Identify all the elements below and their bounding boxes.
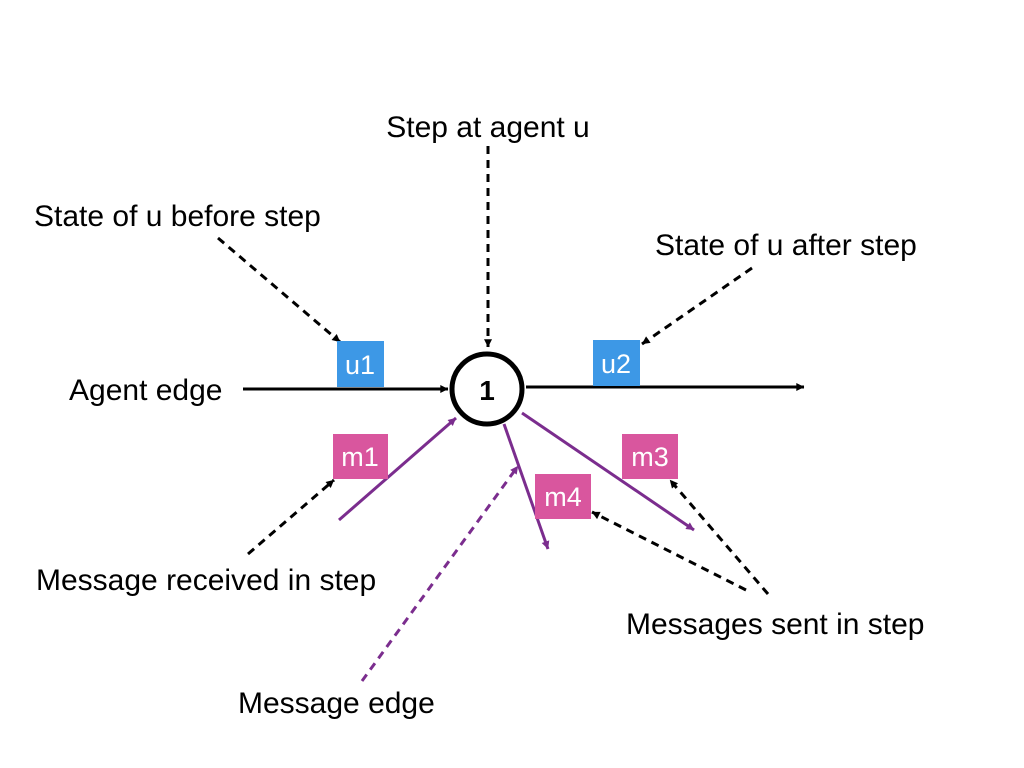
- message-tag-m1-box: [333, 434, 388, 479]
- agent-node: [449, 351, 525, 427]
- pointer-state-before: [217, 236, 341, 344]
- message-edge-dashed: [360, 465, 520, 682]
- state-tag-u1: u1: [345, 350, 375, 380]
- pointer-messages-sent-m3: [668, 479, 770, 595]
- label-state-before: State of u before step: [34, 200, 321, 233]
- label-step-at-agent: Step at agent u: [386, 111, 590, 144]
- message-tag-m4-box: [535, 474, 591, 519]
- message-tag-m3: m3: [631, 442, 669, 472]
- message-tag-m3-box: [622, 434, 678, 479]
- message-edge-m4: [502, 423, 550, 550]
- label-message-received: Message received in step: [36, 564, 376, 597]
- label-agent-edge: Agent edge: [69, 374, 222, 407]
- message-tag-m4: m4: [544, 482, 582, 512]
- state-tag-u2: u2: [601, 349, 631, 379]
- pointer-message-received: [247, 478, 335, 556]
- message-tag-m1: m1: [341, 442, 379, 472]
- agent-node-label: 1: [479, 375, 495, 406]
- state-tag-u1-box: [337, 341, 384, 387]
- label-state-after: State of u after step: [655, 229, 917, 262]
- label-messages-sent: Messages sent in step: [626, 608, 925, 641]
- message-edge-m3: [521, 411, 695, 532]
- message-edge-m1: [338, 416, 457, 522]
- pointer-messages-sent-m4: [591, 510, 747, 592]
- state-tag-u2-box: [593, 340, 640, 386]
- label-message-edge: Message edge: [238, 687, 435, 720]
- pointer-state-after: [641, 266, 753, 346]
